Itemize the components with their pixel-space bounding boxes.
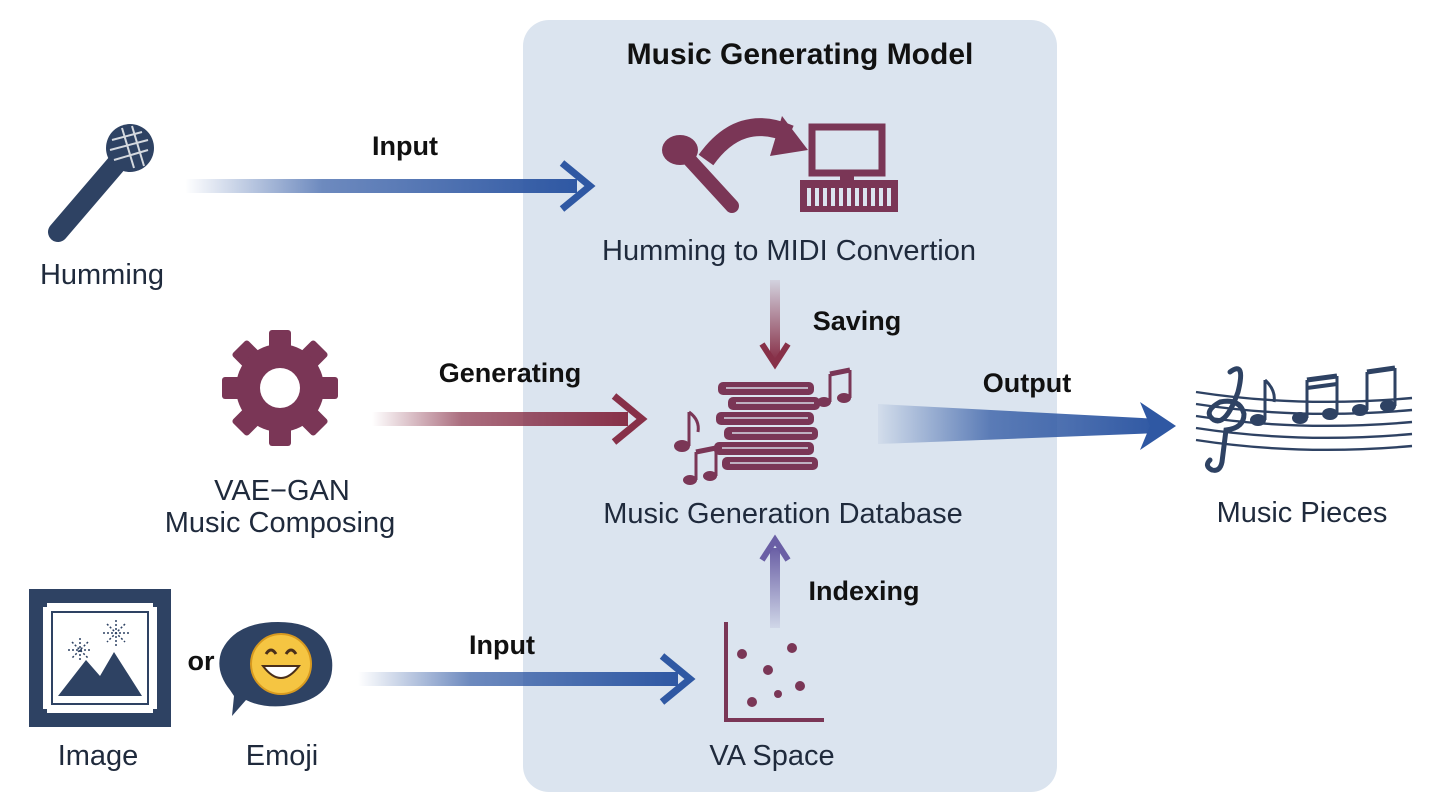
gear-icon: [222, 330, 338, 446]
vae-gan-label-line2: Music Composing: [165, 507, 395, 539]
arrow-saving: [759, 280, 791, 370]
vae-gan-label-line1: VAE−GAN: [214, 475, 350, 507]
arrow-input-bottom: [358, 653, 696, 705]
conversion-icon: [662, 116, 898, 213]
arrow-indexing: [759, 534, 791, 628]
music-pieces-icon: [1195, 365, 1413, 473]
database-icon: [674, 367, 852, 485]
model-title: Music Generating Model: [627, 38, 974, 71]
humming-label: Humming: [40, 259, 164, 291]
edge-label-input-top: Input: [372, 131, 438, 161]
emoji-icon: [219, 622, 333, 716]
va-space-label: VA Space: [709, 740, 834, 772]
va-space-icon: [724, 622, 824, 722]
microphone-icon: [48, 124, 154, 242]
image-frame-icon: [29, 589, 171, 727]
edge-label-generating: Generating: [439, 358, 582, 388]
edge-label-input-bottom: Input: [469, 630, 535, 660]
music-pieces-label: Music Pieces: [1217, 497, 1388, 529]
emoji-label: Emoji: [246, 740, 319, 772]
edge-label-output: Output: [983, 368, 1071, 398]
database-label: Music Generation Database: [603, 498, 962, 530]
conversion-label: Humming to MIDI Convertion: [602, 235, 976, 267]
or-label: or: [188, 646, 215, 676]
arrow-generating: [372, 393, 648, 445]
edge-label-saving: Saving: [813, 306, 902, 336]
arrow-input-top: [185, 160, 596, 212]
arrow-output: [878, 402, 1176, 450]
image-label: Image: [58, 740, 139, 772]
edge-label-indexing: Indexing: [808, 576, 919, 606]
